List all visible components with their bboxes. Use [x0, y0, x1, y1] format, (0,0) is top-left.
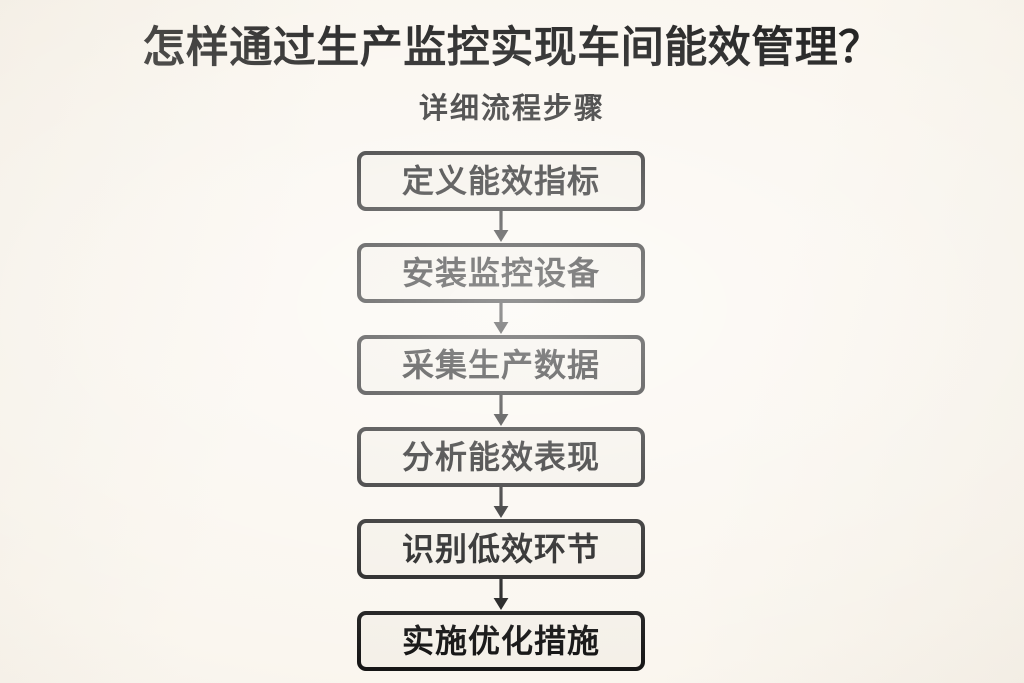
flow-step: 识别低效环节: [357, 519, 645, 611]
flow-step-box-2[interactable]: 安装监控设备: [357, 243, 645, 303]
flow-step-label: 采集生产数据: [401, 347, 600, 383]
flow-connector: [357, 211, 645, 243]
flow-step: 分析能效表现: [357, 427, 645, 519]
down-arrow-icon: [493, 579, 509, 610]
page-title: 怎样通过生产监控实现车间能效管理？: [142, 24, 882, 72]
flow-step: 采集生产数据: [357, 335, 645, 427]
flow-connector: [357, 579, 645, 611]
flow-connector: [357, 487, 645, 519]
flowchart-steps-list: 定义能效指标安装监控设备采集生产数据分析能效表现识别低效环节实施优化措施: [357, 151, 645, 671]
flow-step-label: 实施优化措施: [401, 623, 600, 659]
down-arrow-icon: [493, 395, 509, 426]
flow-step: 定义能效指标: [357, 151, 645, 243]
flow-step-label: 定义能效指标: [401, 163, 600, 199]
flow-connector: [357, 303, 645, 335]
flow-step-box-1[interactable]: 定义能效指标: [357, 151, 645, 211]
flow-step-label: 安装监控设备: [401, 255, 600, 291]
flow-step-label: 识别低效环节: [401, 531, 600, 567]
flow-step: 安装监控设备: [357, 243, 645, 335]
down-arrow-icon: [493, 211, 509, 242]
flow-step-box-3[interactable]: 采集生产数据: [357, 335, 645, 395]
flow-step-label: 分析能效表现: [401, 439, 600, 475]
down-arrow-icon: [493, 487, 509, 518]
down-arrow-icon: [493, 303, 509, 334]
flow-connector: [357, 395, 645, 427]
flow-step-box-4[interactable]: 分析能效表现: [357, 427, 645, 487]
flow-step-box-6[interactable]: 实施优化措施: [357, 611, 645, 671]
flow-step-box-5[interactable]: 识别低效环节: [357, 519, 645, 579]
page-subtitle: 详细流程步骤: [418, 93, 605, 125]
flow-step: 实施优化措施: [357, 611, 645, 671]
